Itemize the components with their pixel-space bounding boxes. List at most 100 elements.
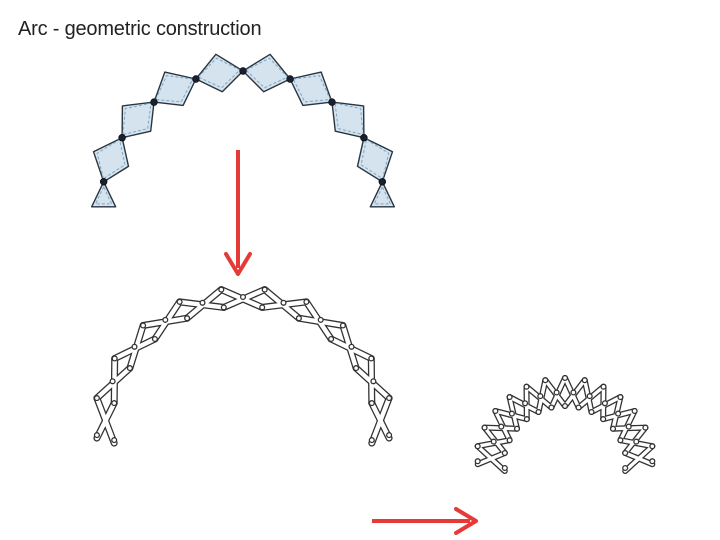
scissor-pin bbox=[631, 407, 638, 415]
scissor-pin bbox=[239, 293, 247, 301]
scissor-pin bbox=[523, 416, 530, 423]
scissor-bar bbox=[476, 444, 507, 473]
scissor-pin bbox=[368, 437, 375, 444]
scissor-pin bbox=[339, 322, 346, 329]
scissor-pin bbox=[575, 404, 582, 411]
scissor-pin bbox=[140, 322, 147, 329]
scissor-pin bbox=[386, 395, 393, 402]
scissor-pin bbox=[259, 304, 266, 311]
scissor-bar bbox=[369, 395, 392, 446]
pivot-joint bbox=[286, 75, 294, 83]
scissor-pin bbox=[498, 423, 505, 430]
scissor-arc-folded bbox=[474, 374, 656, 474]
pivot-joint bbox=[328, 98, 336, 106]
scissor-pin bbox=[93, 395, 100, 402]
scissor-pin bbox=[617, 437, 624, 444]
pivot-joint bbox=[239, 67, 247, 75]
scissor-pin bbox=[535, 408, 542, 416]
scissor-pin bbox=[474, 443, 481, 450]
page-title: Arc - geometric construction bbox=[18, 18, 262, 40]
scissor-pin bbox=[370, 378, 377, 385]
scissor-pin bbox=[586, 393, 593, 400]
scissor-pin bbox=[353, 365, 360, 372]
scissor-pin bbox=[523, 383, 530, 390]
scissor-pin bbox=[506, 437, 513, 444]
pivot-joint bbox=[360, 134, 368, 142]
scissor-pin bbox=[615, 410, 622, 417]
scissor-pin bbox=[109, 378, 116, 385]
scissor-pin bbox=[522, 400, 529, 407]
scissor-pin bbox=[162, 316, 169, 323]
scissor-pin bbox=[553, 389, 560, 396]
scissor-pin bbox=[588, 408, 595, 416]
scissor-pin bbox=[93, 432, 100, 439]
scissor-pin bbox=[561, 402, 569, 410]
scissor-pin bbox=[348, 343, 355, 350]
scissor-pin bbox=[303, 298, 310, 305]
scissor-pin bbox=[622, 464, 629, 472]
scissor-pin bbox=[317, 316, 324, 323]
left-foot bbox=[90, 181, 117, 208]
scissor-pin bbox=[625, 423, 632, 430]
scissor-pin bbox=[548, 404, 555, 411]
scissor-pin bbox=[280, 299, 287, 306]
scissor-pin bbox=[368, 400, 375, 407]
scissor-pin bbox=[176, 298, 183, 305]
pivot-joint bbox=[150, 98, 158, 106]
scissor-pin bbox=[151, 335, 158, 343]
scissor-pin bbox=[581, 377, 588, 384]
scissor-pin bbox=[328, 335, 335, 343]
scissor-pin bbox=[622, 449, 629, 457]
scissor-pin bbox=[368, 355, 375, 362]
scissor-pin bbox=[542, 377, 549, 384]
scissor-pin bbox=[492, 407, 499, 415]
scissor-pin bbox=[513, 425, 521, 432]
rhombus-cell bbox=[121, 101, 155, 139]
scissor-pin bbox=[617, 394, 624, 401]
scissor-bar bbox=[94, 395, 117, 446]
scissor-pin bbox=[474, 458, 481, 465]
scissor-pin bbox=[570, 389, 577, 396]
scissor-pin bbox=[111, 400, 118, 407]
scissor-pin bbox=[184, 315, 191, 322]
scissor-pin bbox=[220, 304, 227, 311]
pivot-joint bbox=[99, 178, 108, 186]
scissor-pin bbox=[561, 374, 569, 382]
scissor-pin bbox=[600, 416, 607, 423]
scissor-pin bbox=[501, 449, 508, 457]
scissor-pin bbox=[481, 424, 488, 431]
right-foot bbox=[369, 181, 396, 208]
pivot-joint bbox=[378, 178, 386, 186]
scissor-pin bbox=[261, 286, 268, 293]
scissor-pin bbox=[490, 438, 497, 445]
pivot-joint bbox=[192, 75, 200, 83]
scissor-pin bbox=[600, 383, 607, 390]
scissor-arc-expanded bbox=[93, 286, 393, 447]
scissor-pin bbox=[601, 400, 608, 407]
scissor-pin bbox=[131, 343, 138, 350]
down-arrow bbox=[224, 150, 252, 276]
rhombus-arc bbox=[90, 53, 396, 208]
scissor-pin bbox=[642, 424, 649, 431]
scissor-pin bbox=[501, 464, 508, 472]
scissor-pin bbox=[218, 286, 225, 293]
scissor-pin bbox=[199, 299, 206, 306]
scissor-bar bbox=[623, 444, 654, 473]
scissor-pin bbox=[111, 355, 118, 362]
scissor-pin bbox=[386, 432, 393, 439]
scissor-pin bbox=[506, 394, 513, 401]
scissor-pin bbox=[111, 437, 118, 444]
scissor-pin bbox=[649, 458, 656, 465]
scissor-pin bbox=[633, 438, 640, 445]
scissor-pin bbox=[126, 365, 133, 372]
left-foot-dash bbox=[94, 185, 113, 205]
scissor-pin bbox=[295, 315, 302, 322]
right-arrow bbox=[372, 507, 478, 535]
scissor-pin bbox=[508, 410, 515, 417]
pivot-joint bbox=[118, 134, 126, 142]
scissor-pin bbox=[609, 425, 617, 432]
scissor-pin bbox=[537, 393, 544, 400]
scissor-pin bbox=[649, 443, 656, 450]
right-foot-dash bbox=[373, 185, 392, 205]
